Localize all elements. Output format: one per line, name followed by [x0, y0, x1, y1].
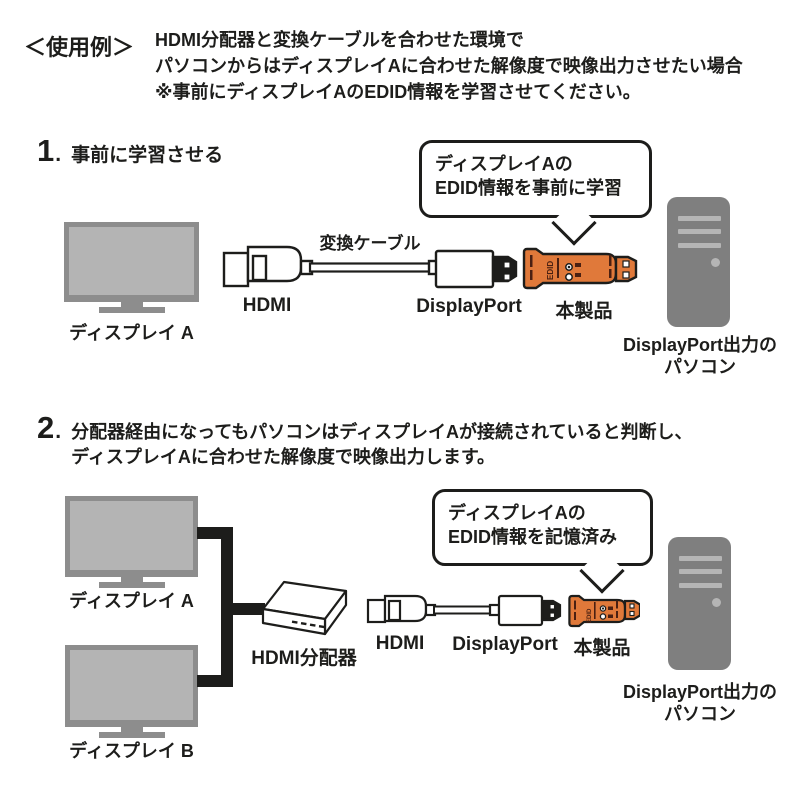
- displayport-connector-icon: [434, 249, 495, 289]
- device-leds: [599, 605, 607, 620]
- pc-label: DisplayPort出力の パソコン: [622, 682, 778, 724]
- tower-power-button: [712, 598, 721, 607]
- product-label: 本製品: [555, 301, 613, 322]
- section1-title: 事前に学習させる: [71, 145, 224, 166]
- cable-bus: [221, 527, 233, 687]
- splitter-ports: [291, 620, 325, 629]
- tower-vent: [679, 556, 722, 561]
- device-markings: EDID: [530, 255, 612, 280]
- section2-number: 2: [37, 410, 55, 445]
- display-a2-label: ディスプレイ A: [69, 591, 194, 611]
- callout-stored-edid: ディスプレイAの EDID情報を記憶済み: [432, 489, 653, 594]
- tower-vent: [678, 229, 721, 234]
- callout-tail: [551, 200, 597, 246]
- splitter-label: HDMI分配器: [251, 648, 357, 669]
- section1-number: 1: [37, 133, 55, 168]
- tower-vent: [679, 569, 722, 574]
- displayport-label: DisplayPort: [452, 634, 558, 655]
- callout-learn-edid: ディスプレイAの EDID情報を事前に学習: [419, 140, 652, 246]
- monitor-a-icon: [64, 222, 199, 313]
- header-description: HDMI分配器と変換ケーブルを合わせた環境で パソコンからはディスプレイAに合わ…: [155, 27, 743, 105]
- displayport-connector-icon: [497, 594, 544, 627]
- pc-tower-icon: [668, 537, 731, 670]
- monitor-stand-base: [98, 582, 165, 588]
- edid-device-body: [568, 594, 627, 628]
- pc-label: DisplayPort出力の パソコン: [622, 335, 778, 377]
- callout-line: EDID情報を事前に学習: [435, 178, 623, 198]
- monitor-stand: [120, 301, 143, 307]
- callout-tail: [579, 548, 625, 594]
- monitor-a2-icon: [65, 496, 198, 588]
- hdmi-plug-tip-icon: [222, 251, 250, 288]
- device-markings: EDID: [574, 600, 618, 623]
- hdmi-label: HDMI: [242, 295, 292, 316]
- callout-line: EDID情報を記憶済み: [448, 527, 618, 547]
- conversion-cable-label: 変換ケーブル: [319, 234, 421, 253]
- header-line: HDMI分配器と変換ケーブルを合わせた環境で: [155, 30, 524, 50]
- edid-logo: EDID: [587, 608, 593, 623]
- cable-line: [308, 262, 433, 273]
- splitter-input-cable: [233, 603, 265, 615]
- cable-assembly-1: EDID: [222, 245, 638, 290]
- callout-line: ディスプレイAの: [435, 154, 573, 174]
- tower-vent: [678, 216, 721, 221]
- monitor-b-icon: [65, 645, 198, 738]
- hdmi-window: [251, 254, 268, 282]
- page-title: ＜使用例＞: [24, 35, 135, 60]
- cable-line: [433, 605, 491, 615]
- header-line: ※事前にディスプレイAのEDID情報を学習させてください。: [155, 82, 641, 102]
- monitor-stand: [120, 576, 143, 582]
- product-label: 本製品: [573, 638, 631, 659]
- monitor-screen: [69, 227, 194, 295]
- tower-vent: [679, 583, 722, 588]
- monitor-screen: [70, 501, 193, 570]
- section2-heading: 2. 分配器経由になってもパソコンはディスプレイAが接続されていると判断し、 デ…: [37, 410, 693, 470]
- tower-power-button: [711, 258, 720, 267]
- edid-device-plug: [614, 255, 638, 283]
- monitor-stand-base: [98, 732, 165, 738]
- edid-device-icon: [568, 594, 640, 628]
- device-leds: [565, 263, 573, 281]
- edid-device-icon: [522, 247, 638, 290]
- hdmi-splitter-icon: [261, 580, 348, 636]
- displayport-plug-icon: [540, 599, 562, 622]
- tower-vent: [678, 243, 721, 248]
- monitor-stand-base: [98, 307, 165, 313]
- display-a-label: ディスプレイ A: [69, 323, 194, 343]
- edid-device-plug: [623, 599, 640, 621]
- hdmi-plug-tip-icon: [366, 598, 387, 624]
- callout-line: ディスプレイAの: [448, 503, 586, 523]
- monitor-stand: [120, 726, 143, 732]
- displayport-label: DisplayPort: [416, 296, 522, 317]
- display-b-label: ディスプレイ B: [69, 741, 194, 761]
- hdmi-label: HDMI: [375, 633, 425, 654]
- edid-logo: EDID: [546, 261, 555, 280]
- pc-tower-icon: [667, 197, 730, 327]
- hdmi-window: [387, 599, 402, 622]
- section2-title: 分配器経由になってもパソコンはディスプレイAが接続されていると判断し、 ディスプ…: [71, 422, 693, 467]
- cable-assembly-2: EDID: [366, 594, 640, 628]
- monitor-screen: [70, 650, 193, 720]
- cable-neck: [488, 603, 501, 617]
- header-line: パソコンからはディスプレイAに合わせた解像度で映像出力させたい場合: [155, 56, 743, 76]
- section1-heading: 1. 事前に学習させる: [37, 133, 224, 168]
- hdmi-cable-b: [197, 675, 233, 687]
